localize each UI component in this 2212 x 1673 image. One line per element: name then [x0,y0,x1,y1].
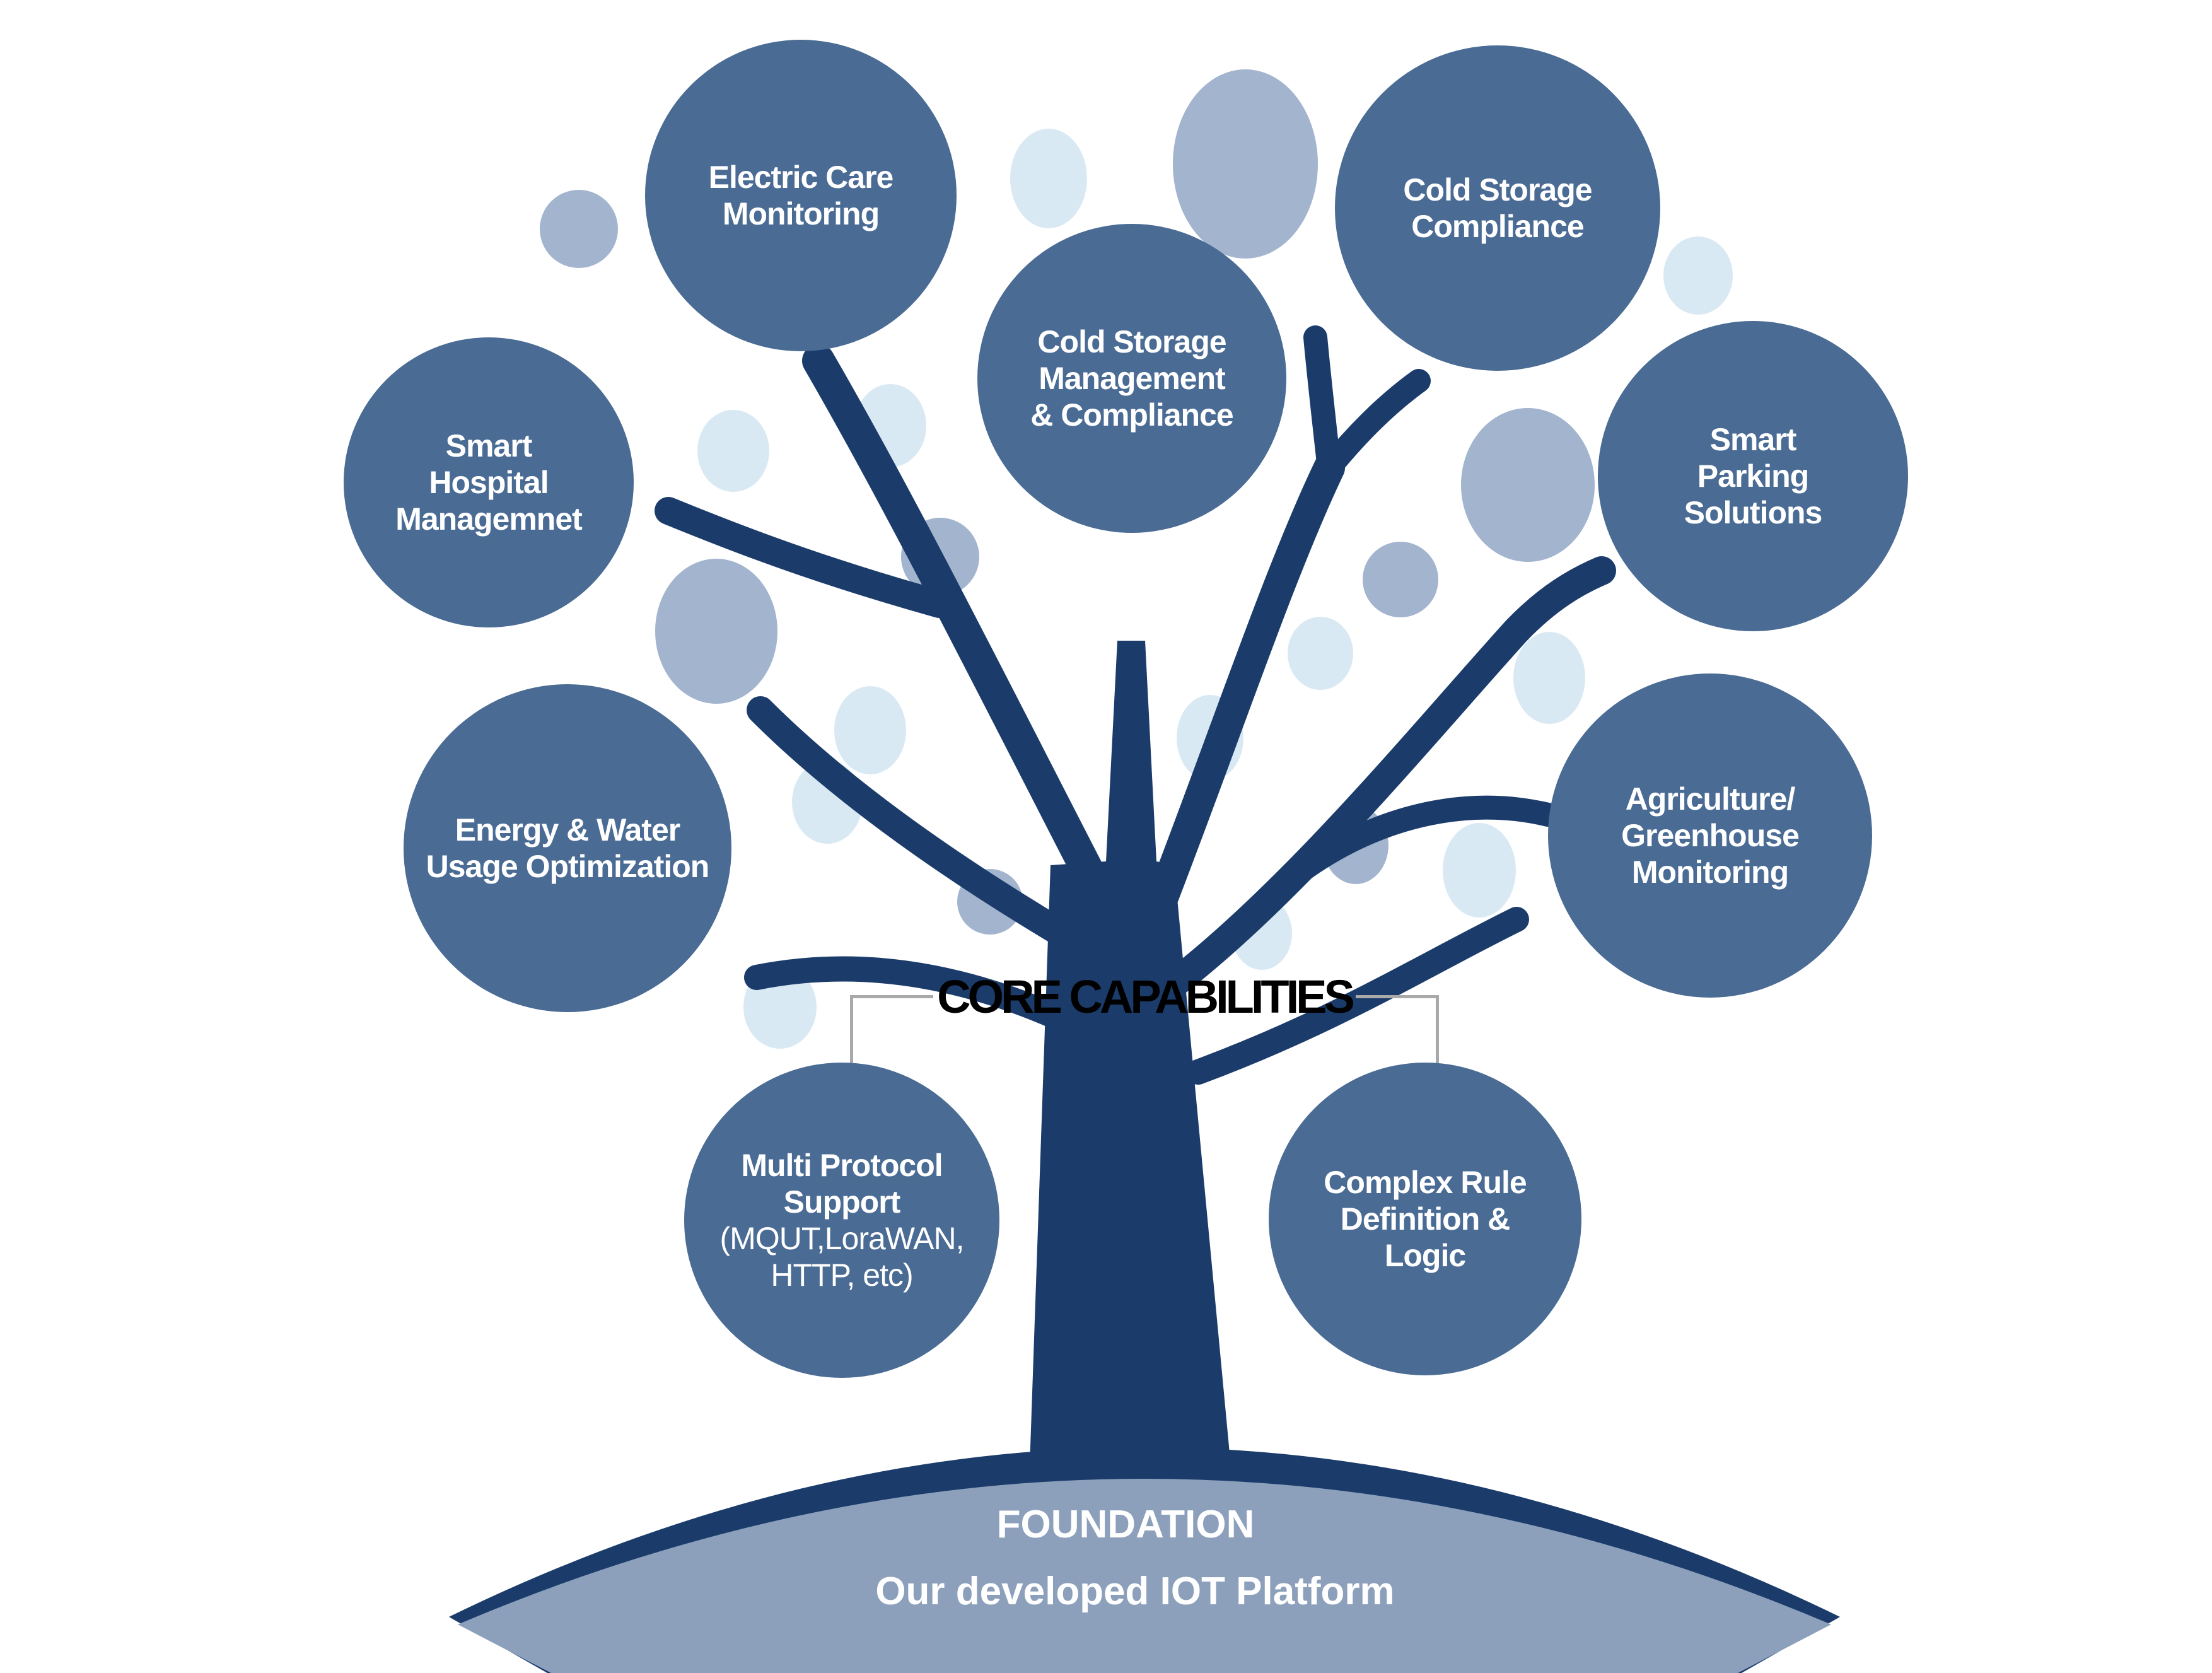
bubble-light [1288,617,1353,690]
circle-complex-rule: Complex Rule Definition & Logic [1269,1063,1581,1375]
bubble-medium [540,190,618,268]
circle-label: Smart Hospital Managemnet [395,428,583,537]
circle-cold-storage-mgmt: Cold Storage Management & Compliance [977,224,1286,533]
branch-agriculture [1278,795,1560,892]
circle-electric-care: Electric Care Monitoring [645,40,957,351]
circle-agriculture: Agriculture/ Greenhouse Monitoring [1548,673,1872,998]
circle-label: Cold Storage Compliance [1403,172,1592,244]
circle-smart-parking: Smart Parking Solutions [1598,321,1908,631]
circle-label: Energy & Water Usage Optimization [426,812,710,884]
bracket-right-vertical [1436,995,1439,1067]
tree-branches [655,325,1616,1085]
branch-lower-right [1185,907,1529,1085]
bubble-light [1663,236,1733,315]
foundation-subtitle: Our developed IOT Platform [875,1570,1395,1613]
tree-trunk [1028,641,1236,1520]
bubble-light [1513,632,1585,724]
branch-fork-right-tip [1317,369,1431,480]
foundation-title: FOUNDATION [996,1503,1255,1546]
bubble-medium [1363,542,1438,617]
circle-multi-protocol: Multi Protocol Support (MQUT,LoraWAN, HT… [684,1063,999,1378]
bracket-right-horizontal [1356,995,1439,998]
branch-smart-hospital [655,497,953,618]
bracket-left-horizontal [850,995,933,998]
branch-energy-upper [747,696,1086,953]
circle-label: Complex Rule Definition & Logic [1324,1165,1527,1273]
bubble-light [834,686,906,774]
bubble-medium [1461,408,1595,562]
circle-smart-hospital: Smart Hospital Managemnet [344,337,634,627]
bubble-light [1443,823,1516,918]
branch-energy-lower [744,956,1072,1031]
circle-energy-water: Energy & Water Usage Optimization [404,684,731,1012]
circle-label: Electric Care Monitoring [708,160,894,231]
branch-smart-parking [1163,556,1616,995]
branch-upper-right [1148,452,1345,911]
branch-fork-left-tip [1303,325,1341,480]
bracket-left-vertical [850,995,853,1067]
bubble-light [697,410,769,492]
bubble-medium [1173,69,1318,259]
foundation-mound [458,1479,1831,1673]
circle-cold-storage-compliance: Cold Storage Compliance [1335,45,1660,371]
circle-sublabel: (MQUT,LoraWAN, HTTP, etc) [719,1221,965,1293]
core-capabilities-title: CORE CAPABILITIES [937,971,1355,1023]
bubble-medium [655,559,777,704]
circle-label: Agriculture/ Greenhouse Monitoring [1621,781,1800,890]
circle-label: Multi Protocol Support [741,1148,943,1220]
circle-label: Cold Storage Management & Compliance [1030,324,1233,433]
circle-label: Smart Parking Solutions [1684,422,1823,530]
bubble-light [1010,129,1087,228]
